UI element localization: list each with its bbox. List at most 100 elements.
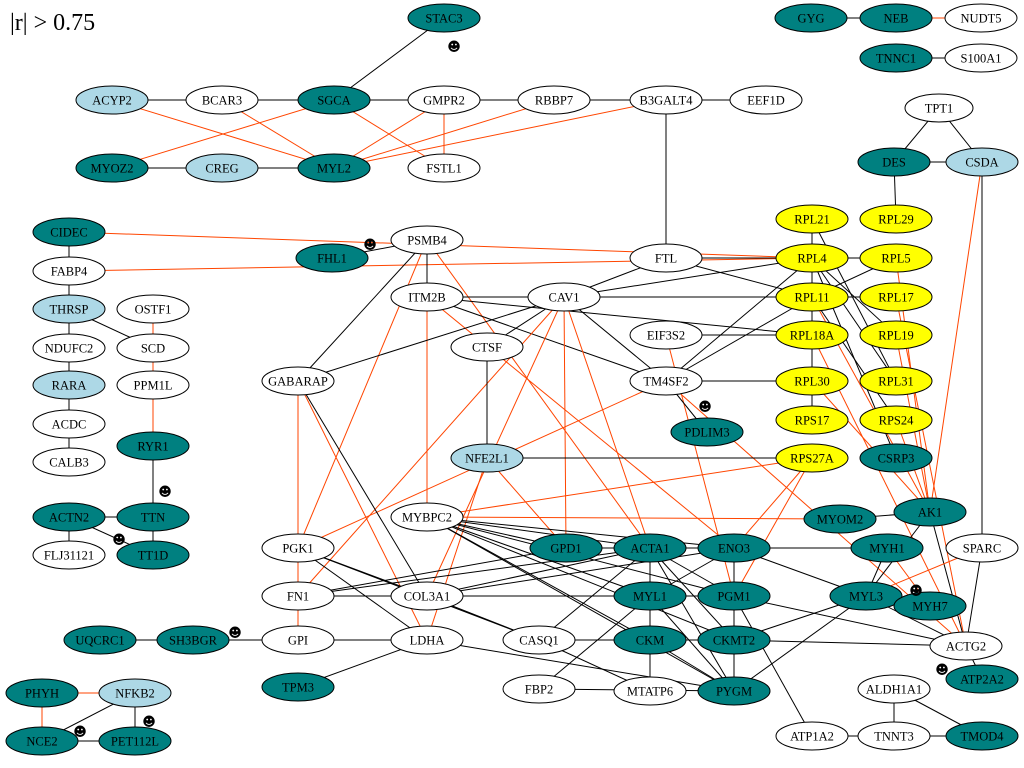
node-tnnt3[interactable]: TNNT3 (857, 721, 931, 751)
node-eef1d[interactable]: EEF1D (729, 85, 803, 115)
node-stac3[interactable]: STAC3 (407, 3, 481, 33)
node-tm4sf2[interactable]: TM4SF2 (629, 366, 703, 396)
node-rara[interactable]: RARA (32, 370, 106, 400)
node-myh1[interactable]: MYH1 (850, 533, 924, 563)
node-flj31121[interactable]: FLJ31121 (32, 540, 106, 570)
node-pygm[interactable]: PYGM (697, 676, 771, 706)
node-tpt1[interactable]: TPT1 (904, 93, 974, 123)
node-sparc[interactable]: SPARC (945, 533, 1019, 563)
node-ryr1[interactable]: RYR1 (116, 431, 190, 461)
node-bcar3[interactable]: BCAR3 (185, 85, 259, 115)
node-actg2[interactable]: ACTG2 (929, 631, 1003, 661)
node-ldha[interactable]: LDHA (390, 625, 464, 655)
node-rpl30[interactable]: RPL30 (775, 366, 849, 396)
edge-ak1-actg2 (929, 511, 967, 647)
node-shape (32, 409, 106, 439)
node-mybpc2[interactable]: MYBPC2 (390, 502, 464, 532)
node-acta1[interactable]: ACTA1 (613, 533, 687, 563)
node-gpd1[interactable]: GPD1 (529, 533, 603, 563)
node-ttn[interactable]: TTN (116, 502, 190, 532)
node-ostf1[interactable]: OSTF1 (116, 294, 190, 324)
node-fhl1[interactable]: FHL1 (295, 243, 369, 273)
node-acdc[interactable]: ACDC (32, 409, 106, 439)
node-ctsf[interactable]: CTSF (450, 332, 524, 362)
node-myl2[interactable]: MYL2 (297, 153, 371, 183)
node-fabp4[interactable]: FABP4 (32, 256, 106, 286)
node-gpi[interactable]: GPI (261, 625, 335, 655)
node-acyp2[interactable]: ACYP2 (75, 85, 149, 115)
node-ckmt2[interactable]: CKMT2 (697, 625, 771, 655)
node-nfkb2[interactable]: NFKB2 (98, 678, 172, 708)
node-eno3[interactable]: ENO3 (697, 533, 771, 563)
node-rpl11[interactable]: RPL11 (775, 282, 849, 312)
node-ftl[interactable]: FTL (629, 243, 703, 273)
node-csrp3[interactable]: CSRP3 (859, 443, 933, 473)
node-rpl29[interactable]: RPL29 (859, 204, 933, 234)
node-calb3[interactable]: CALB3 (32, 447, 106, 477)
node-rpl4[interactable]: RPL4 (775, 243, 849, 273)
node-nfe2l1[interactable]: NFE2L1 (450, 443, 524, 473)
node-shape (261, 581, 335, 611)
node-myh7[interactable]: MYH7 (893, 591, 967, 621)
node-tt1d[interactable]: TT1D (116, 540, 190, 570)
node-myom2[interactable]: MYOM2 (803, 504, 877, 534)
node-gyg[interactable]: GYG (774, 3, 848, 33)
node-scd[interactable]: SCD (116, 333, 190, 363)
node-nudt5[interactable]: NUDT5 (944, 3, 1018, 33)
node-rpl19[interactable]: RPL19 (859, 320, 933, 350)
node-atp1a2[interactable]: ATP1A2 (775, 721, 849, 751)
node-pgk1[interactable]: PGK1 (261, 533, 335, 563)
node-ppm1l[interactable]: PPM1L (116, 370, 190, 400)
node-phyh[interactable]: PHYH (5, 678, 79, 708)
node-tpm3[interactable]: TPM3 (261, 672, 335, 702)
node-myl1[interactable]: MYL1 (613, 581, 687, 611)
node-fstl1[interactable]: FSTL1 (407, 153, 481, 183)
node-des[interactable]: DES (857, 147, 931, 177)
node-myoz2[interactable]: MYOZ2 (75, 153, 149, 183)
node-ckm[interactable]: CKM (613, 625, 687, 655)
node-rpl21[interactable]: RPL21 (775, 204, 849, 234)
node-pdlim3[interactable]: PDLIM3 (670, 417, 744, 447)
node-rps24[interactable]: RPS24 (859, 405, 933, 435)
node-col3a1[interactable]: COL3A1 (390, 581, 464, 611)
node-cidec[interactable]: CIDEC (32, 217, 106, 247)
node-atp2a2[interactable]: ATP2A2 (945, 664, 1019, 694)
node-rps17[interactable]: RPS17 (775, 405, 849, 435)
node-sgca[interactable]: SGCA (297, 85, 371, 115)
node-creg[interactable]: CREG (185, 153, 259, 183)
node-cav1[interactable]: CAV1 (527, 282, 601, 312)
node-rpl31[interactable]: RPL31 (859, 366, 933, 396)
node-casq1[interactable]: CASQ1 (502, 625, 576, 655)
node-actn2[interactable]: ACTN2 (32, 502, 106, 532)
node-rpl18a[interactable]: RPL18A (775, 320, 849, 350)
node-thrsp[interactable]: THRSP (32, 294, 106, 324)
node-pet112l[interactable]: PET112L (98, 726, 172, 756)
node-tmod4[interactable]: TMOD4 (945, 721, 1019, 751)
node-rpl5[interactable]: RPL5 (859, 243, 933, 273)
node-mtatp6[interactable]: MTATP6 (613, 676, 687, 706)
node-shape (32, 217, 106, 247)
node-tnnc1[interactable]: TNNC1 (859, 43, 933, 73)
node-gabarap[interactable]: GABARAP (261, 366, 335, 396)
node-ndufc2[interactable]: NDUFC2 (32, 333, 106, 363)
node-ak1[interactable]: AK1 (893, 497, 967, 527)
node-myl3[interactable]: MYL3 (829, 581, 903, 611)
node-psmb4[interactable]: PSMB4 (390, 225, 464, 255)
node-pgm1[interactable]: PGM1 (697, 581, 771, 611)
node-sh3bgr[interactable]: SH3BGR (156, 625, 230, 655)
node-fbp2[interactable]: FBP2 (502, 674, 576, 704)
node-rbbp7[interactable]: RBBP7 (517, 85, 591, 115)
node-gmpr2[interactable]: GMPR2 (407, 85, 481, 115)
node-rps27a[interactable]: RPS27A (775, 443, 849, 473)
node-b3galt4[interactable]: B3GALT4 (629, 85, 703, 115)
node-itm2b[interactable]: ITM2B (390, 282, 464, 312)
node-csda[interactable]: CSDA (945, 147, 1019, 177)
node-aldh1a1[interactable]: ALDH1A1 (857, 674, 931, 704)
node-uqcrc1[interactable]: UQCRC1 (63, 625, 137, 655)
node-s100a1[interactable]: S100A1 (944, 43, 1018, 73)
node-nce2[interactable]: NCE2 (5, 726, 79, 756)
node-eif3s2[interactable]: EIF3S2 (629, 320, 703, 350)
node-neb[interactable]: NEB (859, 3, 933, 33)
node-rpl17[interactable]: RPL17 (859, 282, 933, 312)
node-fn1[interactable]: FN1 (261, 581, 335, 611)
